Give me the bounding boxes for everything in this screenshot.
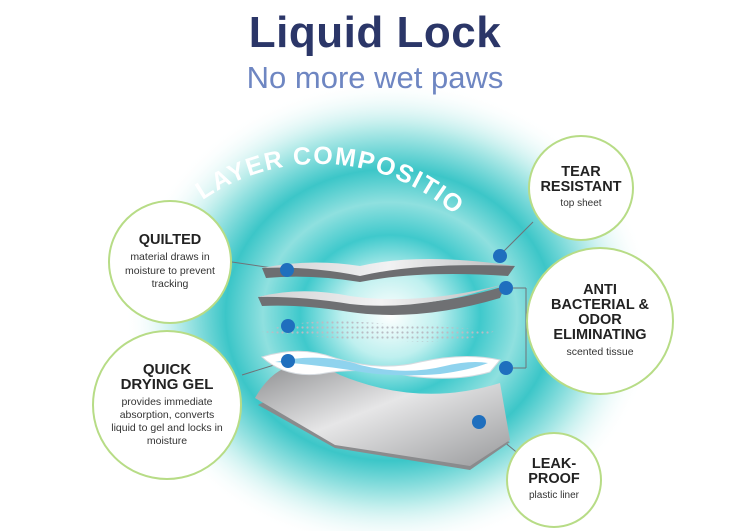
callout-gel-description: provides immediate absorption, converts … <box>111 396 223 448</box>
callout-leak-proof: LEAK-PROOF plastic liner <box>506 432 602 528</box>
callout-anti-bacterial: ANTI BACTERIAL & ODOR ELIMINATING scente… <box>526 247 674 395</box>
callout-leak-description: plastic liner <box>528 490 580 502</box>
callout-anti-description: scented tissue <box>566 346 634 359</box>
callout-quilted-description: material draws in moisture to prevent tr… <box>125 251 215 290</box>
callout-quilted-heading: QUILTED <box>138 232 202 249</box>
callout-gel-heading: QUICK DRYING GEL <box>120 360 214 394</box>
callout-quilted: QUILTED material draws in moisture to pr… <box>108 200 232 324</box>
dot-anti-bottom <box>499 361 513 375</box>
layer-quilted <box>262 259 515 276</box>
callout-quick-drying-gel: QUICK DRYING GEL provides immediate abso… <box>92 330 242 480</box>
layer-leak-proof <box>255 364 510 466</box>
callout-leak-heading: LEAK-PROOF <box>528 456 580 488</box>
callout-tear-description: top sheet <box>560 198 602 210</box>
dot-quilted <box>280 263 294 277</box>
layer-anti-bacterial <box>258 284 505 306</box>
dot-leak <box>472 415 486 429</box>
layer-anti-bacterial-edge <box>258 286 505 315</box>
callout-dots <box>280 249 513 429</box>
page-subtitle: No more wet paws <box>246 60 504 95</box>
callout-anti-heading: ANTI BACTERIAL & ODOR ELIMINATING <box>550 281 649 344</box>
page-title: Liquid Lock <box>248 8 502 57</box>
callout-tear-resistant: TEAR RESISTANT top sheet <box>528 135 634 241</box>
callout-tear-heading: TEAR RESISTANT <box>540 164 622 196</box>
dot-tear <box>493 249 507 263</box>
dot-gel <box>281 354 295 368</box>
layer-gel-dots <box>262 321 498 342</box>
layer-gel <box>275 357 488 376</box>
dot-anti-top <box>499 281 513 295</box>
dot-gel-upper <box>281 319 295 333</box>
